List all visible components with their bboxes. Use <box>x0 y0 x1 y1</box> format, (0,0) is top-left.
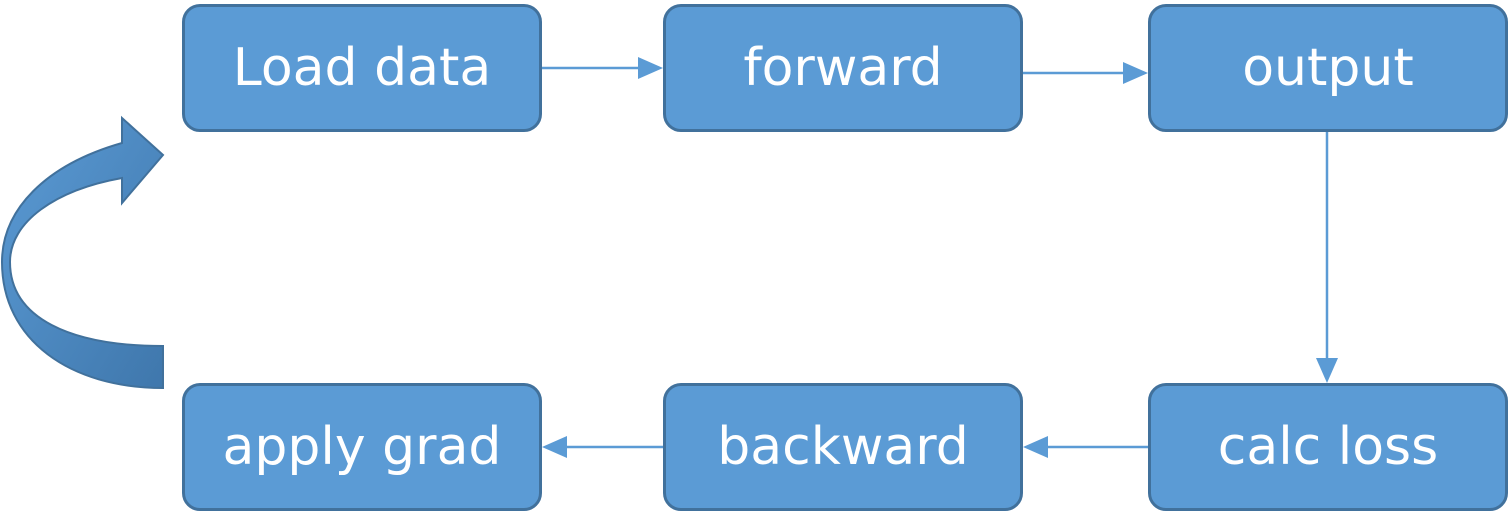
node-output-label: output <box>1242 38 1414 98</box>
loop-back-arrow <box>0 115 165 390</box>
node-calc-loss: calc loss <box>1148 383 1508 511</box>
edge-load-to-forward <box>542 57 663 79</box>
edge-loss-to-backward <box>1023 436 1148 458</box>
node-load-data: Load data <box>182 4 542 132</box>
edge-backward-to-apply <box>542 436 663 458</box>
edge-output-to-loss <box>1316 132 1338 383</box>
node-apply-grad: apply grad <box>182 383 542 511</box>
edge-forward-to-output <box>1023 62 1148 84</box>
node-backward-label: backward <box>717 417 969 477</box>
node-apply-grad-label: apply grad <box>222 417 502 477</box>
node-backward: backward <box>663 383 1023 511</box>
node-calc-loss-label: calc loss <box>1217 417 1439 477</box>
node-forward-label: forward <box>743 38 943 98</box>
node-load-data-label: Load data <box>232 38 492 98</box>
node-forward: forward <box>663 4 1023 132</box>
node-output: output <box>1148 4 1508 132</box>
